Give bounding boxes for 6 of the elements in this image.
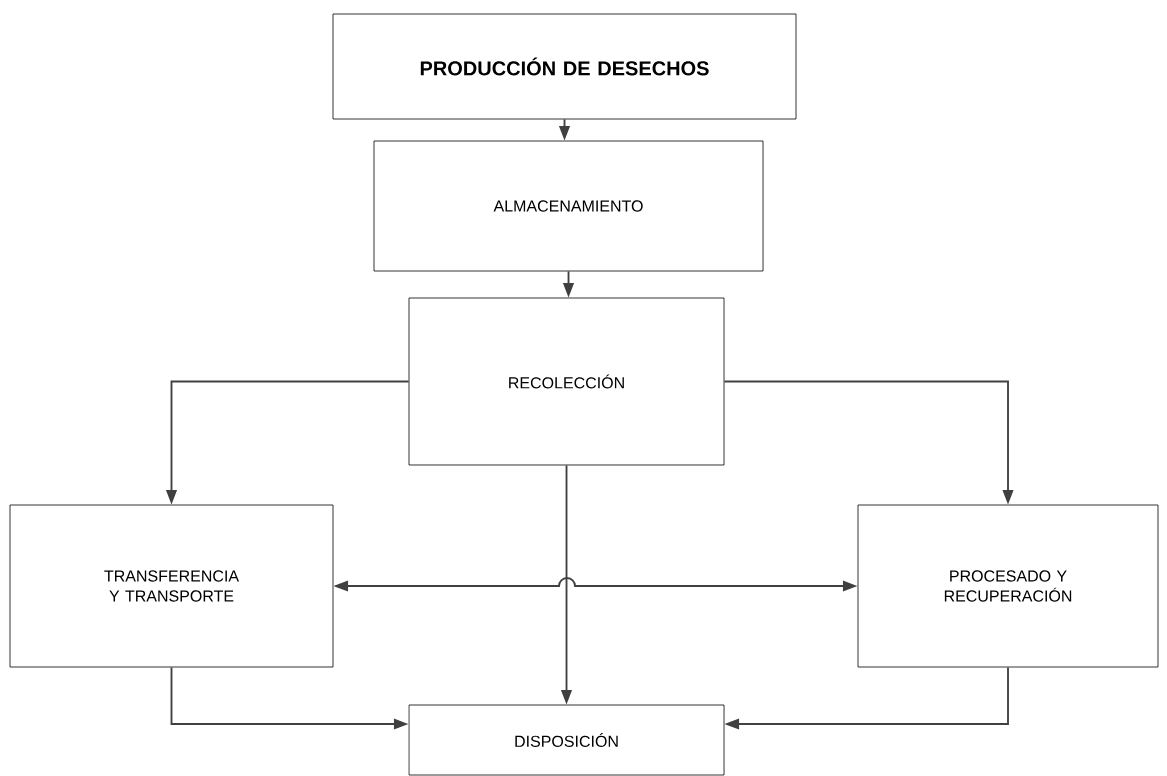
process-box: PROCESADO Y RECUPERACIÓN xyxy=(857,504,1159,668)
process-box: PRODUCCIÓN DE DESECHOS xyxy=(332,13,797,120)
process-box: RECOLECCIÓN xyxy=(408,297,725,466)
process-box: ALMACENAMIENTO xyxy=(373,140,764,272)
process-box: TRANSFERENCIA Y TRANSPORTE xyxy=(9,504,334,668)
process-box: DISPOSICIÓN xyxy=(408,704,725,776)
